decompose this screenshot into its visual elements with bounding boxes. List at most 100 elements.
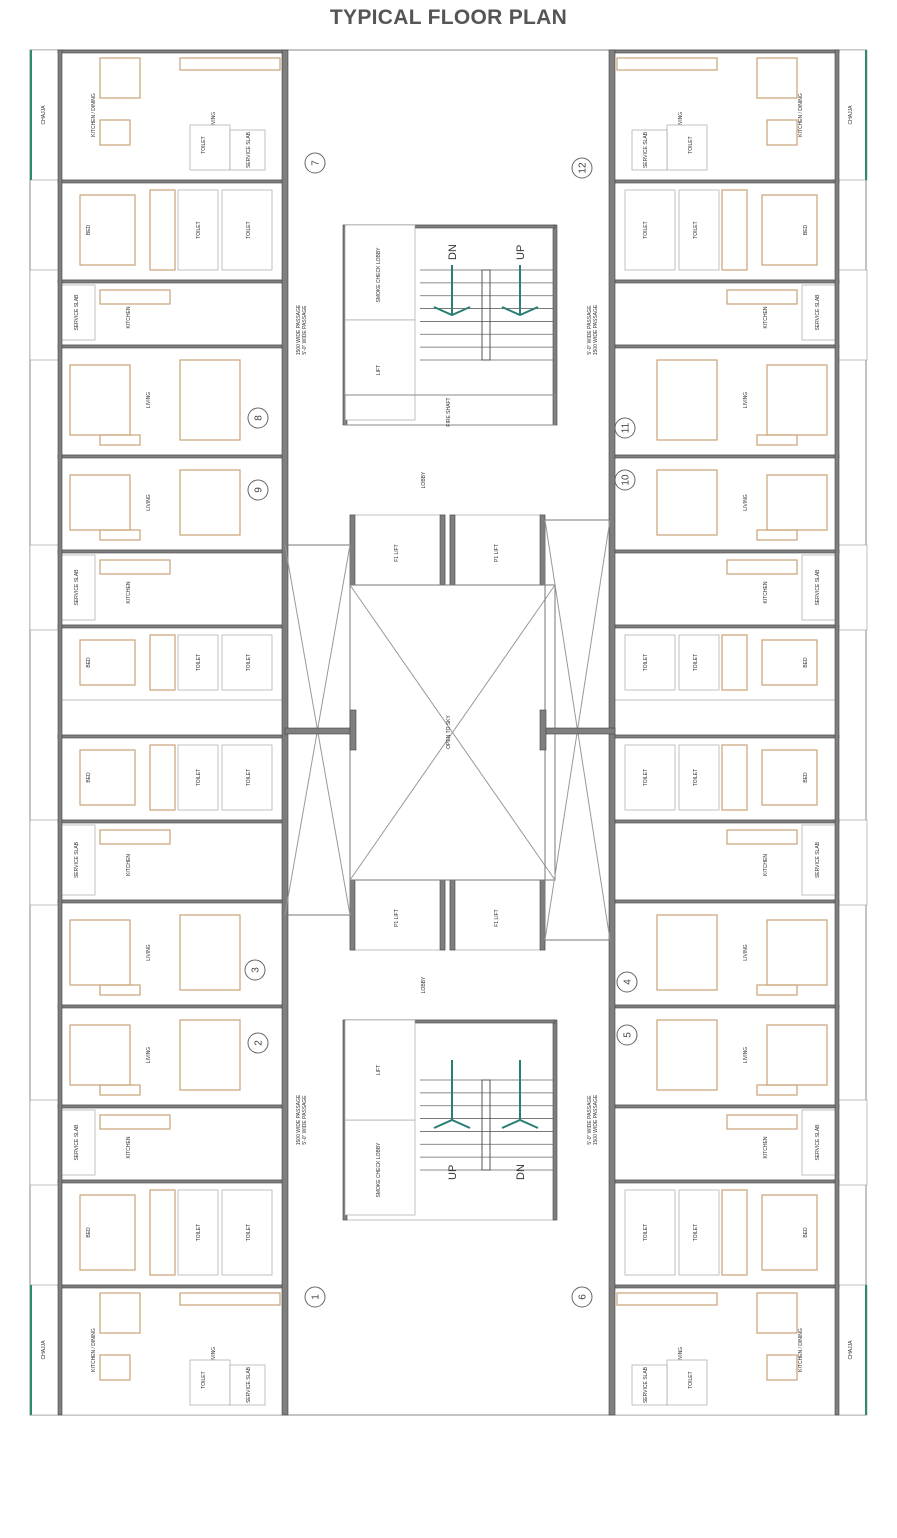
- room-label: LIVING: [743, 1047, 749, 1064]
- room-label: 1500 WIDE PASSAGE: [593, 1094, 599, 1145]
- room-label: LIVING: [146, 1047, 152, 1064]
- room-label: LIVING: [146, 494, 152, 511]
- room-label: TOILET: [201, 136, 207, 153]
- room: [59, 344, 286, 456]
- furniture: [99, 529, 141, 541]
- unit-number: 8: [254, 415, 265, 421]
- wall: [611, 1284, 840, 1289]
- furniture: [756, 1292, 798, 1334]
- room-label: 1500 WIDE PASSAGE: [296, 304, 302, 355]
- wall: [57, 549, 286, 554]
- room-label: SMOKE CHECK LOBBY: [376, 1142, 382, 1198]
- furniture: [149, 744, 176, 811]
- room: [801, 1109, 838, 1176]
- furniture: [99, 984, 141, 996]
- room-label: KITCHEN: [126, 581, 132, 603]
- furniture: [99, 1114, 171, 1130]
- furniture: [656, 359, 718, 441]
- wall: [57, 899, 286, 904]
- room: [221, 189, 273, 271]
- unit-number-circle: [247, 479, 269, 501]
- room-label: LIVING: [678, 112, 684, 129]
- stair-handrail: [481, 1079, 491, 1171]
- room-label: TOILET: [196, 769, 202, 786]
- furniture: [99, 289, 171, 305]
- fire-shaft: [344, 394, 556, 426]
- room-label: LIVING: [743, 392, 749, 409]
- furniture: [149, 189, 176, 271]
- room-label: KITCHEN: [126, 1136, 132, 1158]
- room-label: SERVICE SLAB: [815, 841, 821, 878]
- furniture: [179, 359, 241, 441]
- wall: [57, 1284, 286, 1289]
- room: [177, 744, 219, 811]
- lift-label: F1 LIFT: [494, 909, 500, 927]
- room: [624, 1189, 676, 1276]
- furniture: [761, 639, 818, 686]
- furniture: [99, 119, 131, 146]
- room-label: SERVICE SLAB: [74, 569, 80, 606]
- room-label: SERVICE SLAB: [815, 569, 821, 606]
- room-label: TOILET: [643, 769, 649, 786]
- furniture: [179, 1292, 281, 1306]
- wall: [57, 454, 286, 459]
- room-label: SMOKE CHECK LOBBY: [376, 247, 382, 303]
- furniture: [99, 434, 141, 446]
- stair-arrow-head-icon: [501, 1118, 539, 1129]
- room: [611, 454, 838, 551]
- room-label: 1500 WIDE PASSAGE: [593, 304, 599, 355]
- wall: [611, 819, 840, 824]
- room: [801, 284, 838, 341]
- room: [836, 49, 868, 181]
- room-label: LIFT: [376, 365, 382, 375]
- wall: [57, 1104, 286, 1109]
- room: [666, 1359, 708, 1406]
- furniture: [656, 469, 718, 536]
- room: [59, 819, 286, 901]
- room: [611, 344, 838, 456]
- room: [611, 1004, 838, 1106]
- room: [29, 819, 61, 906]
- room-label: SERVICE SLAB: [74, 1124, 80, 1161]
- wall: [611, 1104, 840, 1109]
- unit-number-circle: [304, 1286, 326, 1308]
- void-cross: [349, 584, 556, 881]
- room-label: FIRE SHAFT: [446, 397, 452, 426]
- wall: [57, 734, 286, 739]
- lift-label: P1 LIFT: [494, 544, 500, 562]
- furniture: [99, 1354, 131, 1381]
- furniture: [761, 194, 818, 266]
- wall: [611, 1004, 840, 1009]
- room: [221, 744, 273, 811]
- room-label: SERVICE SLAB: [74, 294, 80, 331]
- room: [836, 819, 868, 906]
- stair-down-label: DN: [447, 244, 459, 260]
- unit-number: 11: [621, 422, 632, 433]
- room: [59, 454, 286, 551]
- furniture: [99, 1292, 141, 1334]
- room-label: TOILET: [196, 1224, 202, 1241]
- furniture: [726, 1114, 798, 1130]
- unit-number: 5: [623, 1032, 634, 1038]
- furniture: [756, 57, 798, 99]
- unit-number: 6: [578, 1294, 589, 1300]
- room-label: LIVING: [678, 1347, 684, 1364]
- room-label: TOILET: [246, 654, 252, 671]
- furniture: [656, 1019, 718, 1091]
- room-label: SERVICE SLAB: [643, 1366, 649, 1403]
- room-label: TOILET: [196, 654, 202, 671]
- wall: [449, 514, 456, 586]
- unit-number-circle: [616, 1024, 638, 1046]
- room: [624, 634, 676, 691]
- room-label: KITCHEN / DINING: [91, 93, 97, 137]
- room-label: TOILET: [246, 769, 252, 786]
- unit-number-circle: [247, 1032, 269, 1054]
- room: [189, 124, 231, 171]
- furniture: [726, 559, 798, 575]
- wall: [57, 1179, 286, 1184]
- room-label: 5'-0" WIDE PASSAGE: [587, 1095, 593, 1145]
- wall: [611, 279, 840, 284]
- room-label: 5'-0" WIDE PASSAGE: [587, 305, 593, 355]
- unit-number: 9: [254, 487, 265, 493]
